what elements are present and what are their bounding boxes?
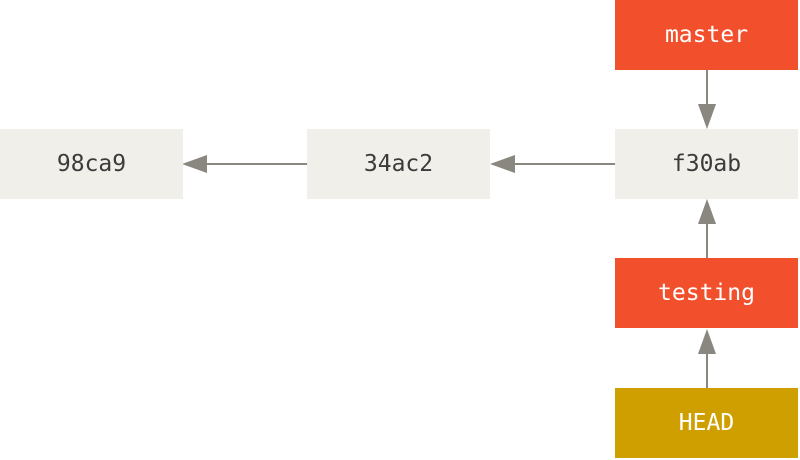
commit-34ac2: 34ac2 — [307, 129, 490, 199]
commit-f30ab-label: f30ab — [671, 151, 742, 177]
head-pointer-label: HEAD — [678, 410, 735, 436]
branch-master: master — [615, 0, 798, 70]
branch-testing: testing — [615, 258, 798, 328]
commit-98ca9: 98ca9 — [0, 129, 183, 199]
arrow-f30ab-to-34ac2 — [490, 155, 615, 173]
commit-98ca9-label: 98ca9 — [56, 151, 127, 177]
commit-f30ab: f30ab — [615, 129, 798, 199]
arrow-head-to-testing — [698, 329, 716, 388]
branch-master-label: master — [664, 22, 749, 48]
arrow-master-to-f30ab — [698, 70, 716, 129]
head-pointer: HEAD — [615, 388, 798, 458]
arrow-testing-to-f30ab — [698, 199, 716, 258]
arrow-34ac2-to-98ca9 — [182, 155, 307, 173]
branch-testing-label: testing — [658, 280, 755, 306]
commit-34ac2-label: 34ac2 — [363, 151, 434, 177]
